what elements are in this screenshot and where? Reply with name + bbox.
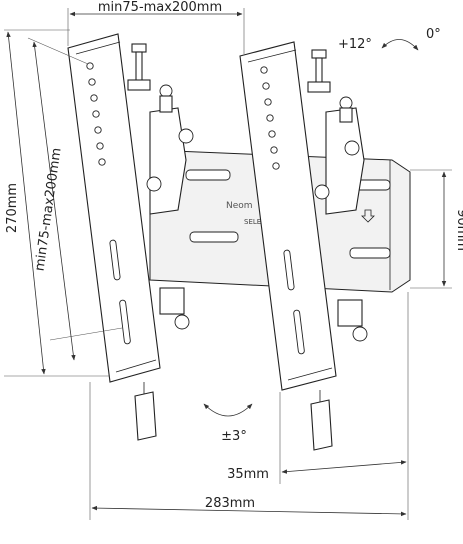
plate-slot xyxy=(349,247,391,259)
bar-slot xyxy=(119,299,131,345)
swivel-arc-icon xyxy=(203,403,253,417)
bottom-gap-label: 35mm xyxy=(227,467,269,482)
tilt-up-label: +12° xyxy=(338,37,372,52)
plate-slot xyxy=(189,231,239,243)
pivot-bolt xyxy=(146,176,162,192)
plate-sub: SELE xyxy=(244,218,261,226)
screw-head xyxy=(311,49,327,59)
pivot-bolt xyxy=(314,184,330,200)
screw-shaft xyxy=(135,51,143,83)
knob-stem xyxy=(339,107,353,123)
bottom-total-label: 283mm xyxy=(205,496,255,511)
pivot-bolt xyxy=(344,140,360,156)
lock-block xyxy=(337,299,363,327)
screw-nut xyxy=(307,81,331,93)
lock-bolt xyxy=(352,326,368,342)
safety-pin xyxy=(310,399,333,451)
left-bar xyxy=(67,33,161,383)
right-height-label: 90mm xyxy=(454,209,463,251)
right-bar xyxy=(239,41,337,391)
left-arm xyxy=(67,33,194,441)
knob xyxy=(159,84,173,98)
knob xyxy=(339,96,353,110)
lock-bolt xyxy=(174,314,190,330)
plate-slot xyxy=(185,169,231,181)
screw-nut xyxy=(127,79,151,91)
pivot-bolt xyxy=(178,128,194,144)
dim-top-width: min75-max200mm xyxy=(67,0,245,54)
swivel-indicator: ±3° xyxy=(203,403,253,444)
up-arrow-icon xyxy=(361,209,375,223)
bar-slot xyxy=(283,249,295,291)
screw-shaft xyxy=(315,57,323,85)
right-arm xyxy=(239,41,368,451)
plate-logo: Neom xyxy=(226,201,253,211)
tilt-zero-label: 0° xyxy=(426,27,441,42)
dim-bottom-gap: 35mm xyxy=(227,292,409,520)
lock-block xyxy=(159,287,185,315)
bar-holes xyxy=(86,62,106,166)
dim-bottom-total: 283mm xyxy=(89,382,407,520)
top-width-label: min75-max200mm xyxy=(98,0,222,15)
tilt-indicator: +12° 0° xyxy=(338,27,441,52)
left-outer-label: 270mm xyxy=(5,183,20,233)
bar-slot xyxy=(109,239,121,281)
bar-holes xyxy=(260,66,280,170)
safety-pin xyxy=(134,391,157,441)
knob-stem xyxy=(159,95,173,113)
left-inner-label: min75-max200mm xyxy=(32,147,64,272)
bar-slot xyxy=(293,309,305,355)
swivel-label: ±3° xyxy=(221,429,247,444)
tilt-arc-icon xyxy=(381,39,419,51)
dim-right-height: 90mm xyxy=(410,169,463,289)
screw-head xyxy=(131,43,147,53)
